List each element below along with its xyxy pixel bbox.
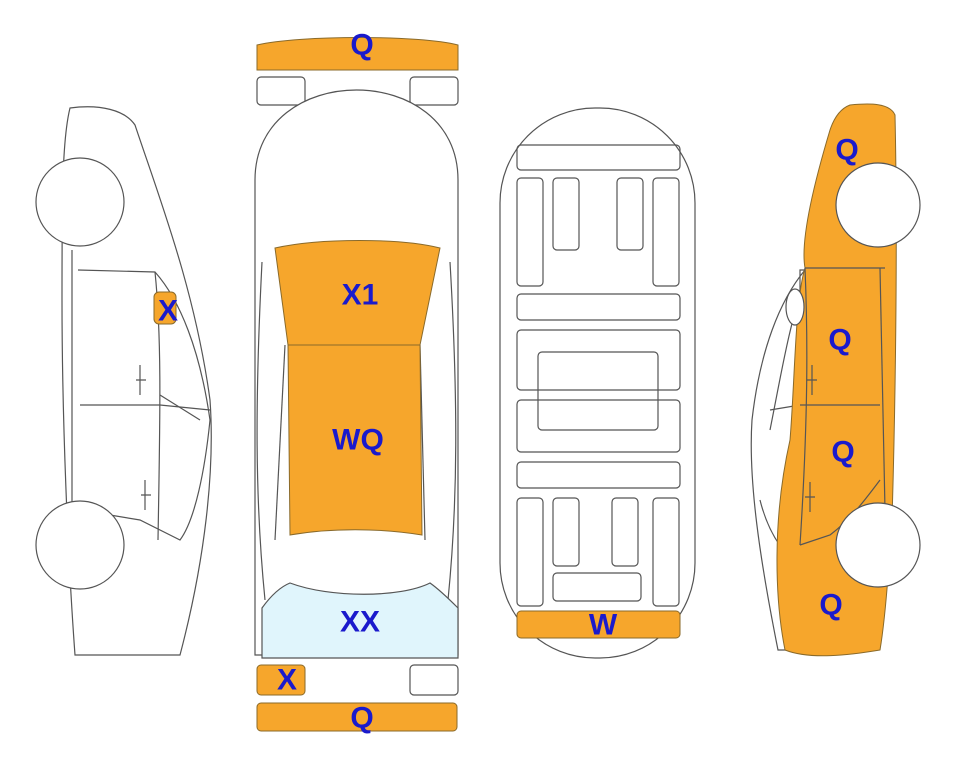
right-rear-quarter-label: Q	[819, 589, 842, 622]
rear-bumper-damage	[256, 702, 458, 732]
windshield-damage	[274, 240, 441, 346]
rear-window-label: XX	[340, 606, 380, 639]
front-bumper-label: Q	[350, 29, 373, 62]
windshield-label: X1	[342, 279, 379, 312]
right-rear-wheel	[835, 502, 921, 588]
rear-window-damage	[261, 582, 459, 659]
front-right-light	[409, 76, 459, 106]
rear-bumper-label: Q	[350, 702, 373, 735]
left-side-view: X	[35, 106, 212, 656]
roof-label: WQ	[332, 424, 384, 457]
rear-left-light-label: X	[277, 664, 297, 697]
front-bumper-damage	[256, 37, 459, 71]
roof-damage	[287, 344, 423, 536]
right-front-door-label: Q	[828, 324, 851, 357]
left-front-wheel	[35, 157, 125, 247]
right-mirror	[785, 288, 805, 326]
rear-left-light-damage	[256, 664, 306, 696]
left-front-handle-damage	[153, 291, 177, 325]
right-front-wheel	[835, 162, 921, 248]
right-front-fender-label: Q	[835, 134, 858, 167]
top-view: Q X1 WQ XX X Q	[254, 29, 459, 735]
front-left-light	[256, 76, 306, 106]
right-side-view: Q Q Q Q	[750, 103, 921, 657]
left-front-handle-label: X	[158, 295, 178, 328]
underbody-rear-panel-damage	[516, 610, 681, 639]
rear-right-light	[409, 664, 459, 696]
underbody-outline	[499, 107, 696, 659]
underbody-rear-panel-label: W	[589, 609, 618, 642]
underbody-view: W	[499, 107, 696, 659]
right-rear-door-label: Q	[831, 436, 854, 469]
left-rear-wheel	[35, 500, 125, 590]
